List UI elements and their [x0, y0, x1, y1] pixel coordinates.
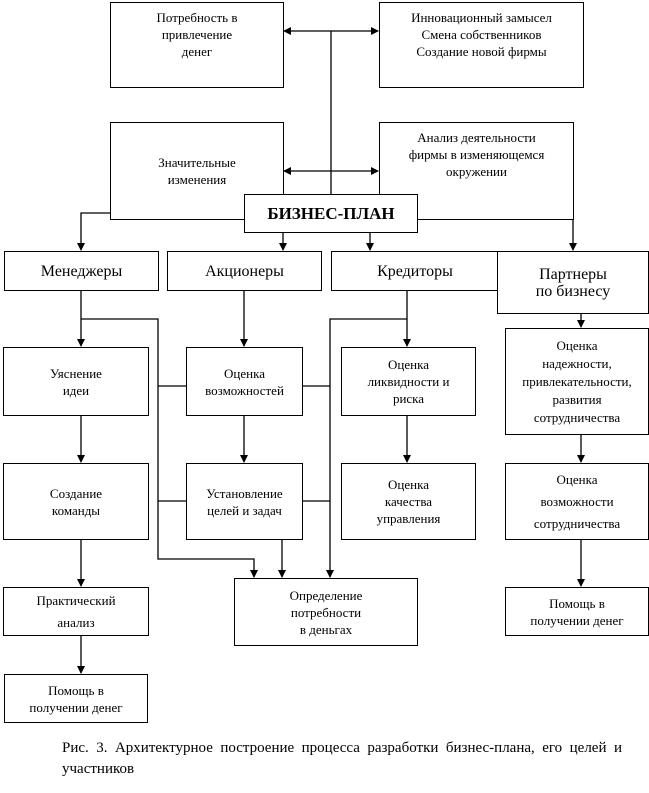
practical-analysis-box: Практический анализ [3, 587, 149, 636]
creditors-box: Кредиторы [331, 251, 499, 291]
eval-cooperation-box: Оценка возможности сотрудничества [505, 463, 649, 540]
innovation-box: Инновационный замысел Смена собственнико… [379, 2, 584, 88]
business-plan-box: БИЗНЕС-ПЛАН [244, 194, 418, 233]
help-money-partners-box: Помощь в получении денег [505, 587, 649, 636]
eval-liquidity-box: Оценка ликвидности и риска [341, 347, 476, 416]
need-money-box: Потребность в привлечение денег [110, 2, 284, 88]
managers-box: Менеджеры [4, 251, 159, 291]
eval-reliability-box: Оценка надежности, привлекательности, ра… [505, 328, 649, 435]
need-money-definition-box: Определение потребности в деньгах [234, 578, 418, 646]
eval-opportunities-box: Оценка возможностей [186, 347, 303, 416]
shareholders-box: Акционеры [167, 251, 322, 291]
create-team-box: Создание команды [3, 463, 149, 540]
clarify-idea-box: Уяснение идеи [3, 347, 149, 416]
eval-quality-box: Оценка качества управления [341, 463, 476, 540]
help-money-managers-box: Помощь в получении денег [4, 674, 148, 723]
set-goals-box: Установление целей и задач [186, 463, 303, 540]
figure-caption: Рис. 3. Архитектурное построение процесс… [62, 740, 622, 777]
changes-box: Значительные изменения [110, 122, 284, 220]
partners-box: Партнеры по бизнесу [497, 251, 649, 314]
